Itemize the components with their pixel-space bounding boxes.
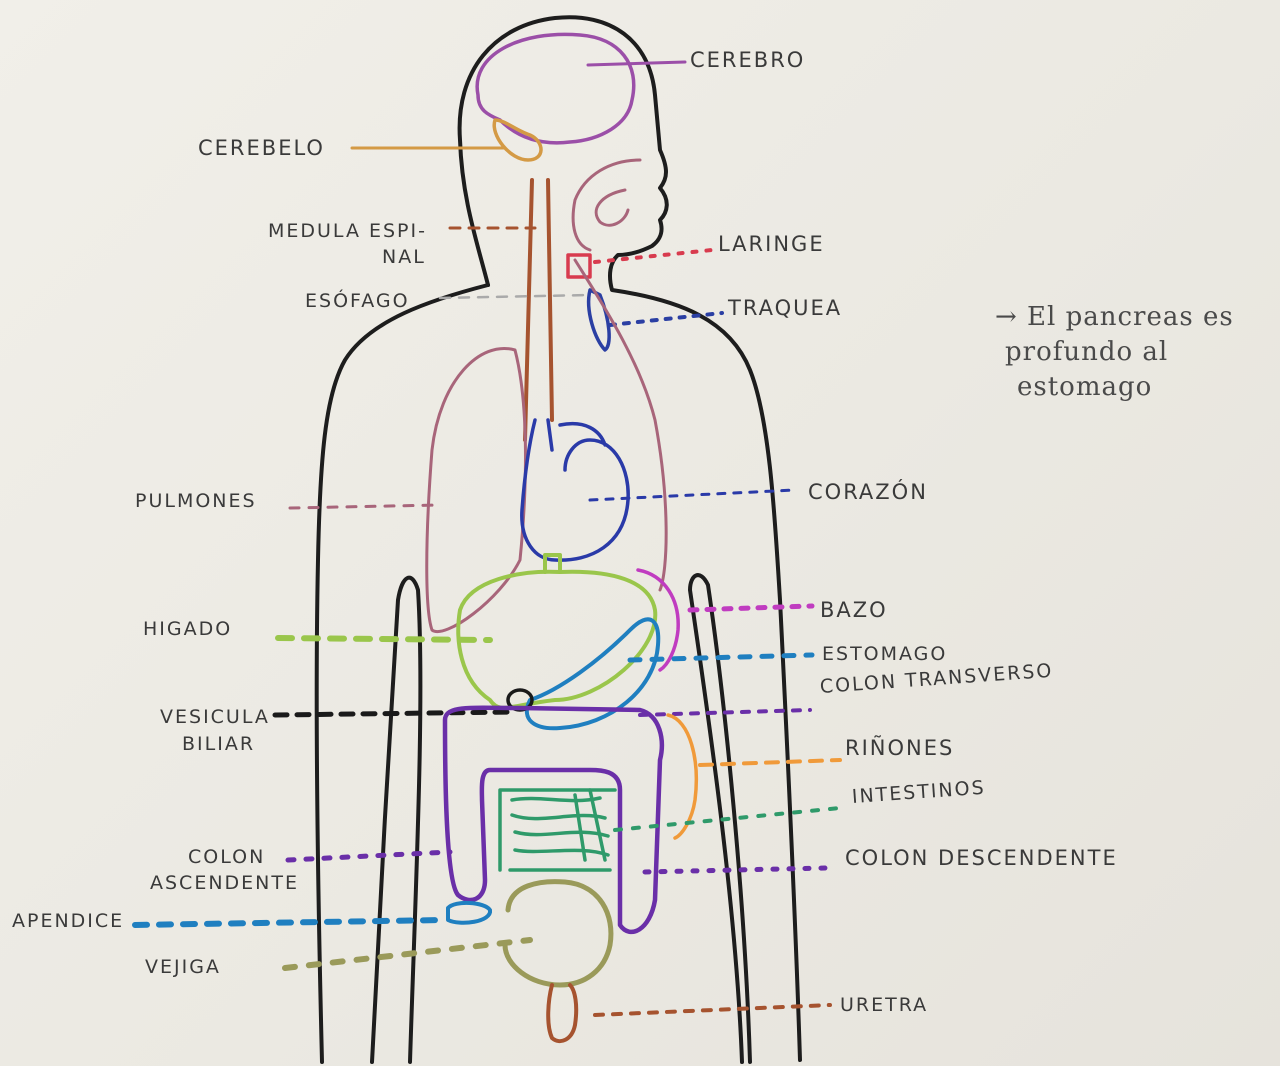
corazon-pointer [590, 490, 795, 500]
left-arm-inner [372, 578, 420, 1062]
label-higado: HIGADO [143, 620, 232, 639]
label-corazon: CORAZÓN [808, 482, 928, 503]
vesicula-pointer [275, 712, 512, 715]
label-cerebelo: CEREBELO [198, 138, 325, 159]
vejiga-pointer [285, 940, 530, 968]
higado-pointer [278, 638, 490, 640]
label-vejiga: VEJIGA [145, 958, 221, 977]
intestines [500, 790, 615, 870]
pharynx [573, 160, 640, 250]
label-medula-line1: MEDULA ESPI- [268, 222, 427, 241]
apendice-pointer [135, 920, 445, 925]
brain [477, 34, 634, 142]
colon [445, 708, 662, 932]
kidney [668, 715, 696, 838]
pancreas-note: → El pancreas es profundo al estomago [995, 300, 1234, 405]
pulmones-pointer [290, 505, 440, 508]
uretra-pointer [595, 1005, 830, 1015]
note-line-1: → El pancreas es [995, 300, 1234, 335]
label-uretra: URETRA [840, 996, 928, 1015]
bazo-pointer [690, 606, 812, 610]
label-rinones: RIÑONES [845, 738, 954, 759]
intestinos-pointer [615, 808, 840, 830]
label-vesicula-line1: VESICULA [160, 708, 270, 727]
esofago-pointer [440, 295, 590, 298]
brain-fold [588, 62, 685, 65]
colon-ascendente-pointer [288, 852, 450, 860]
label-cerebro: CEREBRO [690, 50, 805, 71]
label-medula-line2: NAL [382, 248, 426, 267]
label-esofago: ESÓFAGO [305, 292, 410, 311]
label-estomago: ESTOMAGO [822, 645, 947, 664]
label-colon-ascendente-line1: COLON [188, 848, 265, 867]
laringe-pointer [595, 250, 712, 262]
label-traquea: TRAQUEA [728, 298, 842, 319]
urethra [548, 985, 576, 1041]
label-colon-descendente: COLON DESCENDENTE [845, 848, 1118, 869]
note-line-2: profundo al [995, 335, 1234, 370]
label-bazo: BAZO [820, 600, 888, 621]
colon-descendente-pointer [645, 868, 825, 872]
spinal-cord [525, 180, 552, 440]
appendix [448, 903, 490, 923]
note-line-3: estomago [995, 370, 1234, 405]
bladder [505, 882, 611, 985]
label-colon-ascendente-line2: ASCENDENTE [150, 874, 299, 893]
label-apendice: APENDICE [12, 912, 124, 931]
heart [522, 420, 628, 560]
label-laringe: LARINGE [718, 234, 825, 255]
label-pulmones: PULMONES [135, 492, 257, 511]
label-vesicula-line2: BILIAR [182, 735, 255, 754]
rinones-pointer [700, 760, 840, 765]
